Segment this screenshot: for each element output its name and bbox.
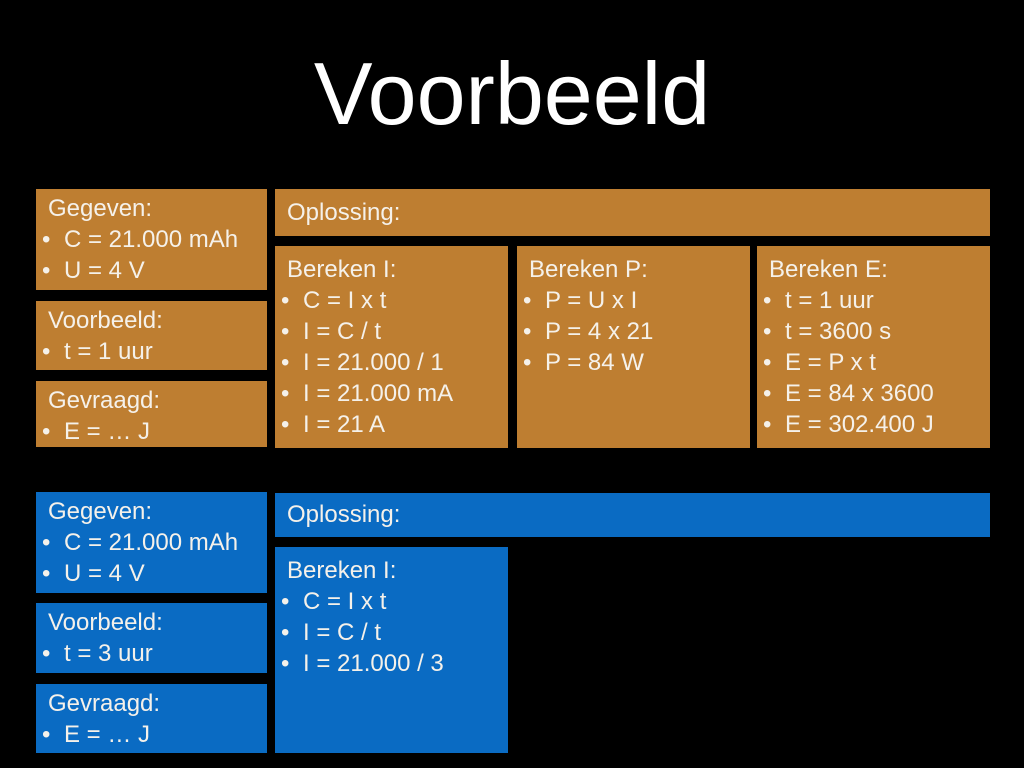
list-item: U = 4 V (42, 558, 267, 589)
list-item-text: C = I x t (303, 588, 387, 615)
bullet-icon (281, 409, 303, 440)
list-item: t = 3 uur (42, 638, 267, 669)
bullet-icon (281, 347, 303, 378)
slide-title: Voorbeeld (313, 44, 711, 143)
list-item-text: C = I x t (303, 287, 387, 314)
list-item-text: E = 302.400 J (785, 411, 934, 438)
calc-current-box-1: Bereken I: C = I x t I = C / t I = 21.00… (275, 246, 508, 448)
asked-box-2: Gevraagd: E = … J (36, 684, 267, 753)
list-item-text: I = 21 A (303, 411, 386, 438)
list-item: I = 21.000 / 3 (281, 648, 508, 679)
list-item: U = 4 V (42, 255, 267, 286)
solution-header: Oplossing: (287, 501, 401, 528)
list-item-text: E = … J (64, 721, 151, 748)
list-item: E = 302.400 J (763, 409, 990, 440)
list-item: t = 1 uur (42, 336, 267, 367)
list-item-text: P = 84 W (545, 349, 644, 376)
bullet-icon (763, 347, 785, 378)
bullet-icon (763, 285, 785, 316)
asked-box-1: Gevraagd: E = … J (36, 381, 267, 447)
list-item-text: I = C / t (303, 318, 382, 345)
box-header: Gegeven: (48, 498, 153, 525)
bullet-icon (42, 527, 64, 558)
solution-header-bar-2: Oplossing: (275, 493, 990, 537)
box-header: Voorbeeld: (48, 609, 163, 636)
solution-header: Oplossing: (287, 199, 401, 226)
list-item-text: t = 3 uur (64, 640, 153, 667)
bullet-icon (42, 224, 64, 255)
bullet-icon (281, 316, 303, 347)
list-item: P = U x I (523, 285, 750, 316)
box-header: Bereken P: (529, 256, 648, 283)
list-item-text: U = 4 V (64, 257, 145, 284)
bullet-icon (763, 378, 785, 409)
bullet-icon (523, 347, 545, 378)
list-item: I = 21 A (281, 409, 508, 440)
list-item: I = 21.000 / 1 (281, 347, 508, 378)
list-item: E = 84 x 3600 (763, 378, 990, 409)
calc-power-box-1: Bereken P: P = U x I P = 4 x 21 P = 84 W (517, 246, 750, 448)
list-item: P = 4 x 21 (523, 316, 750, 347)
bullet-icon (281, 586, 303, 617)
bullet-icon (42, 255, 64, 286)
bullet-icon (523, 285, 545, 316)
list-item-text: E = … J (64, 418, 151, 445)
list-item: C = 21.000 mAh (42, 527, 267, 558)
list-item-text: t = 1 uur (785, 287, 874, 314)
box-header: Bereken I: (287, 256, 397, 283)
bullet-icon (763, 316, 785, 347)
list-item: I = 21.000 mA (281, 378, 508, 409)
list-item-text: E = 84 x 3600 (785, 380, 934, 407)
list-item: t = 1 uur (763, 285, 990, 316)
example-box-1: Voorbeeld: t = 1 uur (36, 301, 267, 370)
bullet-icon (42, 336, 64, 367)
list-item-text: E = P x t (785, 349, 876, 376)
list-item: E = … J (42, 719, 267, 750)
box-header: Bereken E: (769, 256, 888, 283)
box-header: Voorbeeld: (48, 307, 163, 334)
bullet-icon (42, 638, 64, 669)
list-item: C = I x t (281, 285, 508, 316)
bullet-icon (763, 409, 785, 440)
list-item: I = C / t (281, 316, 508, 347)
calc-energy-box-1: Bereken E: t = 1 uur t = 3600 s E = P x … (757, 246, 990, 448)
bullet-icon (281, 285, 303, 316)
list-item-text: U = 4 V (64, 560, 145, 587)
box-header: Bereken I: (287, 557, 397, 584)
list-item: I = C / t (281, 617, 508, 648)
bullet-icon (42, 719, 64, 750)
bullet-icon (523, 316, 545, 347)
list-item-text: P = U x I (545, 287, 638, 314)
list-item-text: C = 21.000 mAh (64, 226, 239, 253)
list-item-text: t = 1 uur (64, 338, 153, 365)
given-box-2: Gegeven: C = 21.000 mAh U = 4 V (36, 492, 267, 593)
box-header: Gevraagd: (48, 690, 161, 717)
list-item-text: I = 21.000 / 3 (303, 650, 444, 677)
list-item: E = … J (42, 416, 267, 447)
solution-header-bar-1: Oplossing: (275, 189, 990, 236)
example-box-2: Voorbeeld: t = 3 uur (36, 603, 267, 673)
list-item-text: I = 21.000 / 1 (303, 349, 444, 376)
list-item-text: t = 3600 s (785, 318, 892, 345)
list-item-text: I = 21.000 mA (303, 380, 454, 407)
list-item-text: C = 21.000 mAh (64, 529, 239, 556)
given-box-1: Gegeven: C = 21.000 mAh U = 4 V (36, 189, 267, 290)
box-header: Gegeven: (48, 195, 153, 222)
bullet-icon (281, 648, 303, 679)
list-item-text: P = 4 x 21 (545, 318, 654, 345)
bullet-icon (281, 617, 303, 648)
bullet-icon (281, 378, 303, 409)
list-item: C = 21.000 mAh (42, 224, 267, 255)
list-item: E = P x t (763, 347, 990, 378)
list-item-text: I = C / t (303, 619, 382, 646)
bullet-icon (42, 416, 64, 447)
calc-current-box-2: Bereken I: C = I x t I = C / t I = 21.00… (275, 547, 508, 753)
bullet-icon (42, 558, 64, 589)
list-item: t = 3600 s (763, 316, 990, 347)
box-header: Gevraagd: (48, 387, 161, 414)
list-item: P = 84 W (523, 347, 750, 378)
list-item: C = I x t (281, 586, 508, 617)
